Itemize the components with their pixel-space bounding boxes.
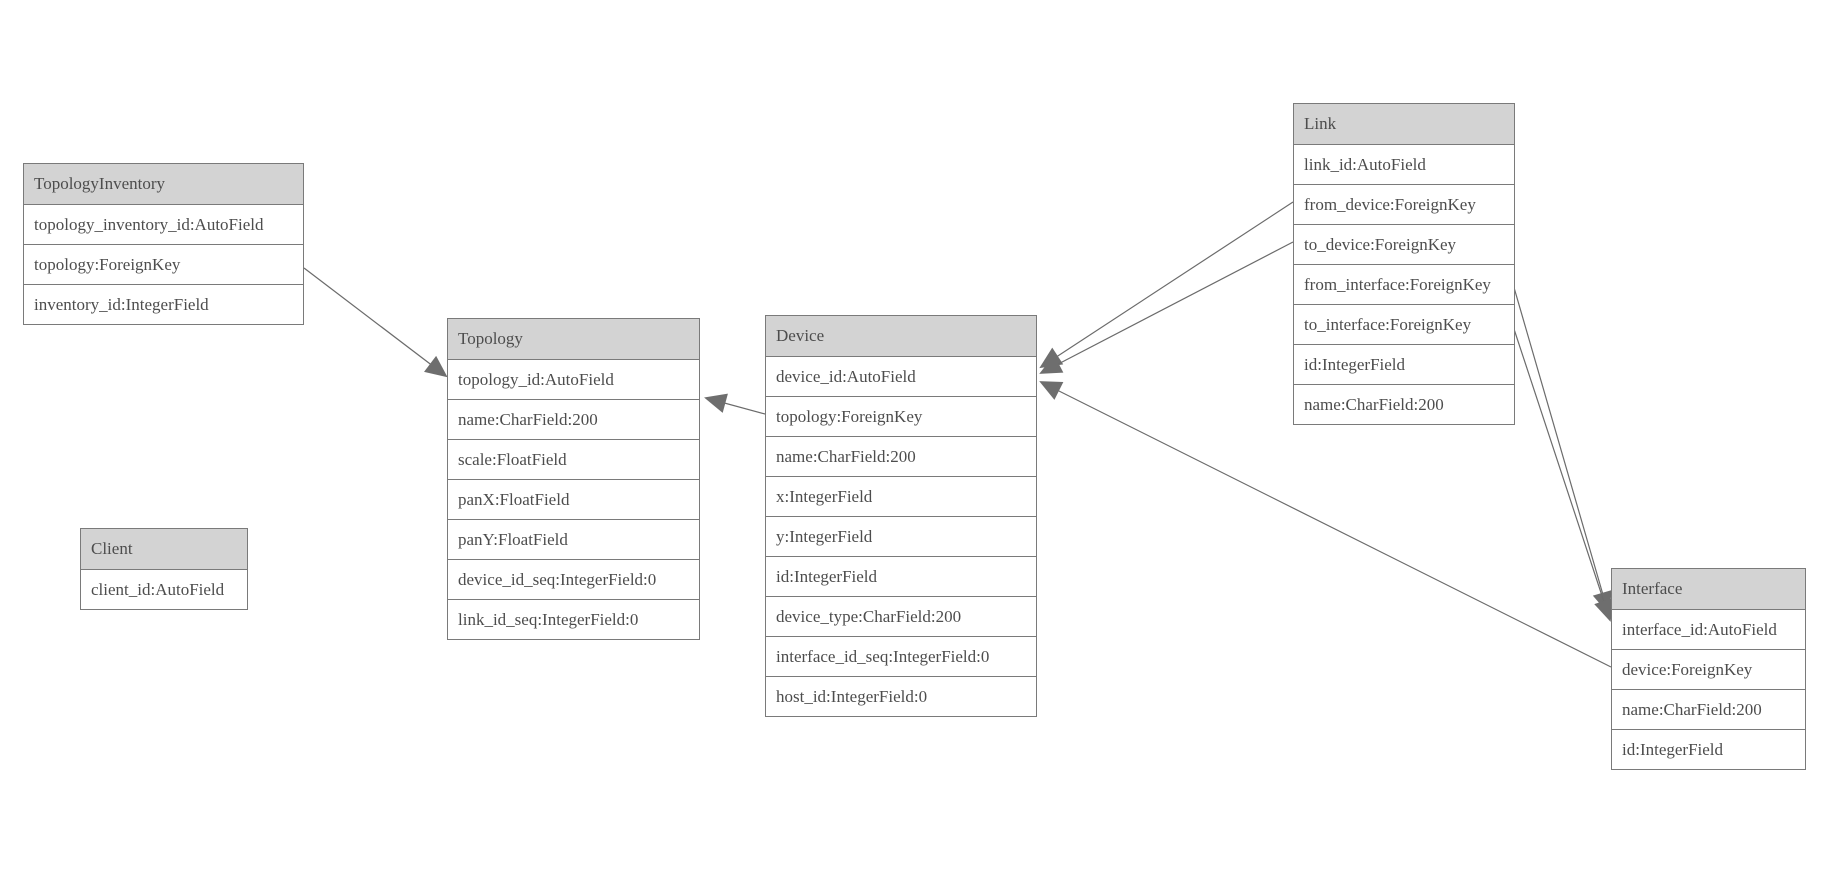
entity-field: device_id:AutoField [766, 356, 1036, 396]
entity-field: topology:ForeignKey [24, 244, 303, 284]
entity-field: link_id_seq:IntegerField:0 [448, 599, 699, 639]
entity-field: to_device:ForeignKey [1294, 224, 1514, 264]
entity-title: Topology [448, 319, 699, 359]
entity-title: Client [81, 529, 247, 569]
entity-title: Device [766, 316, 1036, 356]
entity-field: x:IntegerField [766, 476, 1036, 516]
relation-line-device-topology [704, 393, 766, 415]
entity-field: host_id:IntegerField:0 [766, 676, 1036, 716]
entity-field: panX:FloatField [448, 479, 699, 519]
entity-field: y:IntegerField [766, 516, 1036, 556]
entity-field: to_interface:ForeignKey [1294, 304, 1514, 344]
entity-title: TopologyInventory [24, 164, 303, 204]
entity-field: link_id:AutoField [1294, 144, 1514, 184]
entity-field: interface_id_seq:IntegerField:0 [766, 636, 1036, 676]
entity-field: name:CharField:200 [448, 399, 699, 439]
entity-field: interface_id:AutoField [1612, 609, 1805, 649]
entity-field: client_id:AutoField [81, 569, 247, 609]
entity-field: topology_inventory_id:AutoField [24, 204, 303, 244]
entity-field: name:CharField:200 [766, 436, 1036, 476]
entity-field: scale:FloatField [448, 439, 699, 479]
entity-field: device_id_seq:IntegerField:0 [448, 559, 699, 599]
entity-table-topologyinventory: TopologyInventory topology_inventory_id:… [23, 163, 304, 325]
entity-field: topology:ForeignKey [766, 396, 1036, 436]
entity-field: inventory_id:IntegerField [24, 284, 303, 324]
entity-field: name:CharField:200 [1612, 689, 1805, 729]
entity-field: topology_id:AutoField [448, 359, 699, 399]
relation-line-link-from_device [1039, 201, 1294, 369]
relation-line-topologyinventory-topology [303, 267, 448, 378]
relation-line-link-to_device [1039, 241, 1294, 374]
entity-table-client: Client client_id:AutoField [80, 528, 248, 610]
entity-field: id:IntegerField [1612, 729, 1805, 769]
relation-line-link-from_interface [1512, 283, 1613, 614]
entity-title: Link [1294, 104, 1514, 144]
entity-field: from_device:ForeignKey [1294, 184, 1514, 224]
entity-field: id:IntegerField [1294, 344, 1514, 384]
entity-title: Interface [1612, 569, 1805, 609]
entity-field: id:IntegerField [766, 556, 1036, 596]
relation-line-link-to_interface [1512, 325, 1614, 622]
entity-field: name:CharField:200 [1294, 384, 1514, 424]
relation-line-interface-device [1039, 381, 1612, 668]
entity-field: panY:FloatField [448, 519, 699, 559]
entity-field: device_type:CharField:200 [766, 596, 1036, 636]
entity-field: from_interface:ForeignKey [1294, 264, 1514, 304]
entity-field: device:ForeignKey [1612, 649, 1805, 689]
